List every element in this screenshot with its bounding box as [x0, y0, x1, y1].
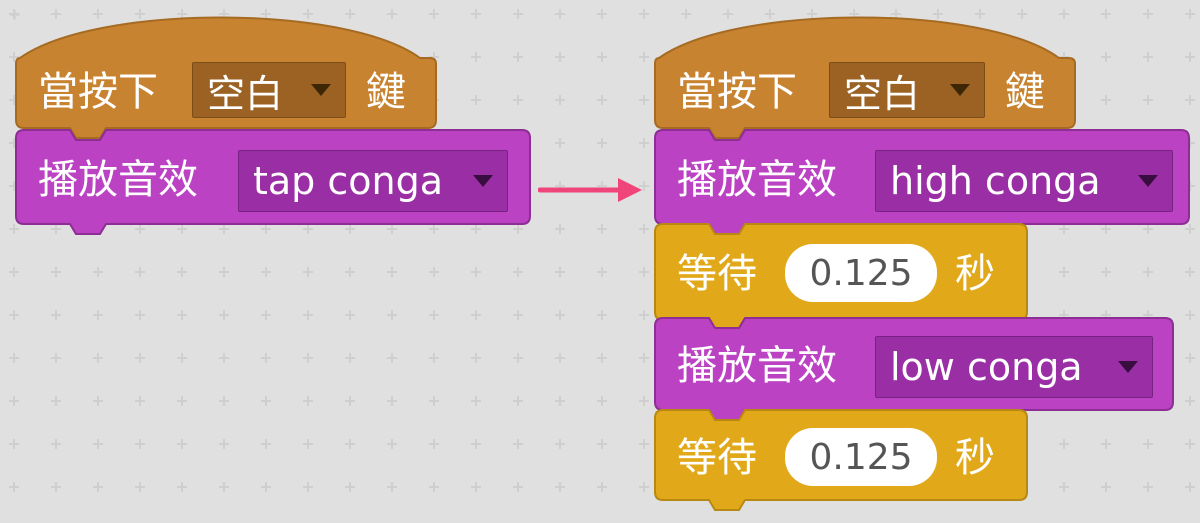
left-play-sound-block[interactable]: 播放音效 tap conga	[15, 128, 531, 238]
right-wait-block-2[interactable]: 等待 0.125 秒	[654, 408, 1028, 518]
sound-value: high conga	[890, 159, 1101, 203]
dropdown-arrow-icon	[1118, 361, 1138, 373]
hat-label: 當按下	[677, 69, 797, 115]
right-hat-block[interactable]: 當按下 空白 鍵	[654, 14, 1076, 139]
wait-seconds-input[interactable]: 0.125	[785, 244, 937, 302]
right-arrow-icon	[538, 178, 642, 202]
hat-suffix: 鍵	[1005, 69, 1045, 115]
key-value: 空白	[207, 71, 284, 116]
play-sound-label: 播放音效	[677, 343, 837, 389]
wait-unit: 秒	[955, 251, 995, 297]
sound-value: low conga	[890, 345, 1083, 389]
dropdown-arrow-icon	[473, 175, 493, 187]
sound-dropdown[interactable]: high conga	[875, 150, 1173, 212]
key-dropdown[interactable]: 空白	[192, 62, 346, 118]
right-play-sound-block-2[interactable]: 播放音效 low conga	[654, 316, 1174, 426]
key-value: 空白	[844, 71, 921, 116]
wait-seconds-value: 0.125	[809, 252, 913, 294]
wait-seconds-input[interactable]: 0.125	[785, 428, 937, 486]
sound-value: tap conga	[253, 159, 444, 203]
play-sound-label: 播放音效	[38, 157, 198, 203]
right-play-sound-block-1[interactable]: 播放音效 high conga	[654, 128, 1190, 238]
sound-dropdown[interactable]: low conga	[875, 336, 1153, 398]
dropdown-arrow-icon	[311, 84, 331, 96]
hat-suffix: 鍵	[366, 69, 406, 115]
dropdown-arrow-icon	[1138, 175, 1158, 187]
wait-seconds-value: 0.125	[809, 436, 913, 478]
hat-label: 當按下	[38, 69, 158, 115]
wait-label: 等待	[677, 435, 757, 481]
sound-dropdown[interactable]: tap conga	[238, 150, 508, 212]
wait-unit: 秒	[955, 435, 995, 481]
play-sound-label: 播放音效	[677, 157, 837, 203]
left-hat-block[interactable]: 當按下 空白 鍵	[15, 14, 437, 139]
key-dropdown[interactable]: 空白	[829, 62, 985, 118]
dropdown-arrow-icon	[950, 84, 970, 96]
wait-label: 等待	[677, 251, 757, 297]
